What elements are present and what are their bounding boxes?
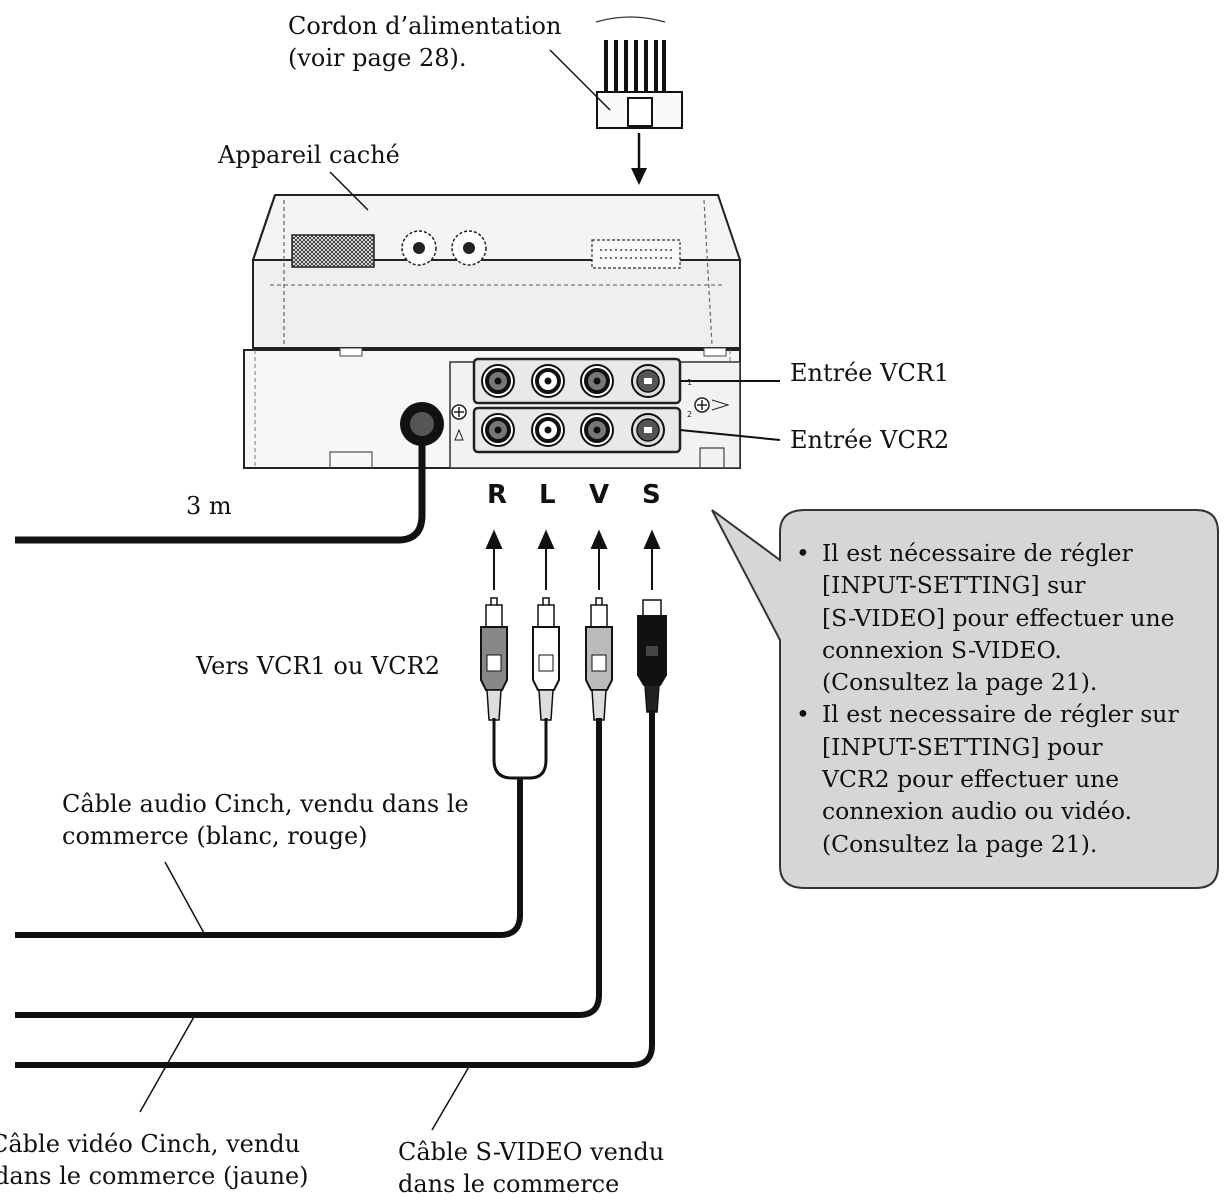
note-1-line: (Consultez la page 21).: [822, 668, 1098, 697]
connector-letter-l: L: [539, 480, 556, 510]
plug-4: [637, 599, 667, 713]
insert-arrow-2: [537, 529, 555, 590]
callout-note-1: • Il est nécessaire de régler [INPUT-SET…: [792, 537, 1212, 698]
note-2-line: Il est necessaire de régler sur: [822, 700, 1179, 729]
insert-arrow-1: [485, 529, 503, 590]
jack-2-1: [481, 413, 515, 447]
jack-2-4: [631, 413, 665, 447]
bullet-2: •: [796, 700, 810, 729]
note-1-line: [INPUT-SETTING] sur: [822, 571, 1086, 600]
note-2-line: connexion audio ou vidéo.: [822, 797, 1133, 826]
plug-2: [532, 597, 560, 721]
callout-notes: • Il est nécessaire de régler [INPUT-SET…: [792, 537, 1212, 860]
note-2-line: VCR2 pour effectuer une: [822, 765, 1120, 794]
connector-letter-v: V: [589, 480, 610, 510]
jack-1-1: [481, 364, 515, 398]
note-1-line: [S-VIDEO] pour effectuer une: [822, 603, 1175, 632]
vcr2-input-label: Entrée VCR2: [790, 426, 950, 454]
callout-bubble: [711, 509, 1219, 889]
to-vcr-label: Vers VCR1 ou VCR2: [196, 652, 440, 680]
insert-arrow-3: [590, 529, 608, 590]
bullet-1: •: [796, 539, 810, 567]
audio-cable-label: Câble audio Cinch, vendu dans le commerc…: [62, 790, 469, 850]
vcr1-input-label: Entrée VCR1: [790, 359, 950, 387]
connector-letter-s: S: [642, 480, 661, 510]
jack-2-3: [580, 413, 614, 447]
svideo-cable-label: Câble S-VIDEO vendu dans le commerce: [398, 1138, 665, 1198]
cable-length-label: 3 m: [186, 492, 232, 520]
plug-3: [585, 597, 613, 721]
insert-arrow-4: [643, 529, 661, 590]
note-1-line: Il est nécessaire de régler: [822, 539, 1133, 567]
jack-1-4: [631, 364, 665, 398]
jack-1-3: [580, 364, 614, 398]
note-2-line: (Consultez la page 21).: [822, 829, 1098, 858]
connector-letter-r: R: [487, 480, 508, 510]
callout-note-2: • Il est necessaire de régler sur [INPUT…: [792, 698, 1212, 859]
svg-text:1: 1: [687, 378, 692, 387]
hidden-unit: 1 2: [243, 194, 742, 469]
jack-1-2: [531, 364, 565, 398]
note-1-line: connexion S-VIDEO.: [822, 635, 1062, 664]
power-cord-label: Cordon d’alimentation (voir page 28).: [288, 12, 562, 72]
note-2-line: [INPUT-SETTING] pour: [822, 732, 1103, 761]
power-cord-plug: [549, 16, 683, 185]
plug-1: [480, 597, 508, 721]
video-cable-label: Câble vidéo Cinch, vendu dans le commerc…: [0, 1130, 309, 1190]
jack-2-2: [531, 413, 565, 447]
hidden-unit-label: Appareil caché: [218, 141, 400, 169]
svg-text:2: 2: [687, 410, 692, 419]
